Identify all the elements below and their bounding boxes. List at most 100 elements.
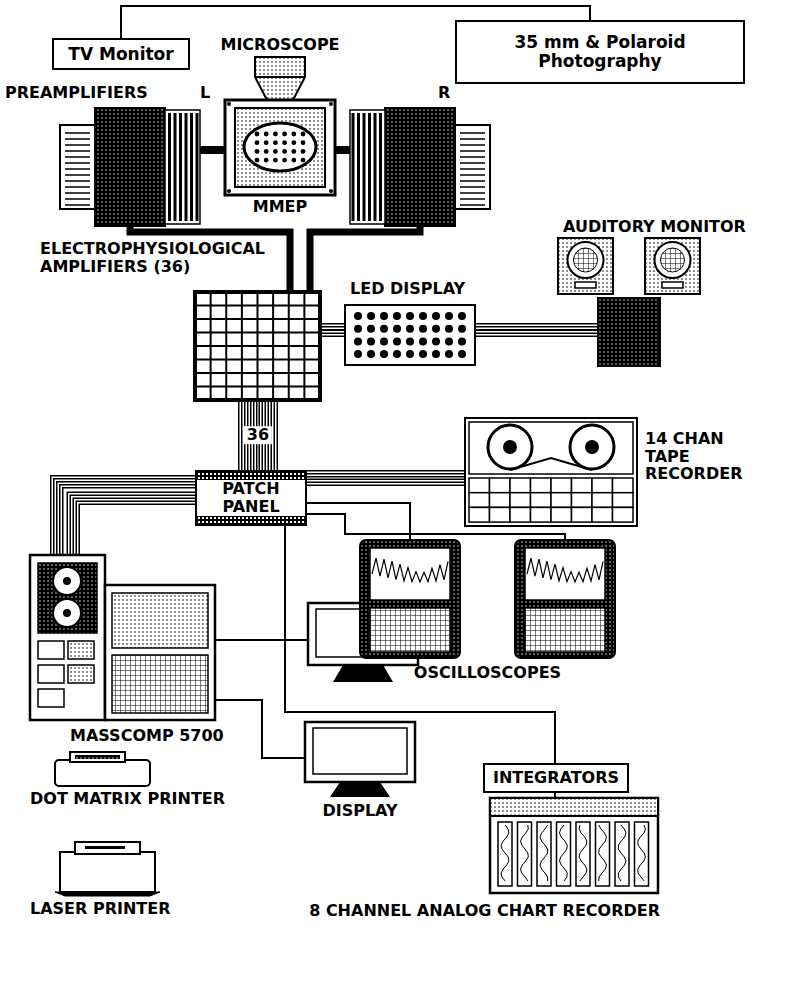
electrode xyxy=(255,158,260,163)
chart-trace xyxy=(599,825,607,881)
computer-tower xyxy=(30,555,105,720)
led xyxy=(432,325,440,333)
pin-row xyxy=(357,113,360,221)
reel-hub xyxy=(503,440,517,454)
electrode xyxy=(273,132,278,137)
node-label: PREAMPLIFIERS xyxy=(5,84,195,102)
led xyxy=(432,312,440,320)
electrode xyxy=(301,149,306,154)
control-key xyxy=(510,478,531,493)
speaker-grille xyxy=(574,248,598,272)
node-label: DISPLAY xyxy=(295,802,425,820)
amplifier-rack xyxy=(195,292,320,400)
control-key xyxy=(592,478,613,493)
reel-hub xyxy=(63,609,71,617)
plug-groove xyxy=(65,192,90,194)
electrode-array xyxy=(244,123,316,171)
pin-row xyxy=(168,113,171,221)
chart-channel xyxy=(576,822,590,886)
control-key xyxy=(551,507,572,522)
electrode xyxy=(291,158,296,163)
preamp-body xyxy=(385,108,455,226)
display-monitor: DISPLAY xyxy=(305,722,415,797)
electrode xyxy=(291,149,296,154)
control-key xyxy=(592,507,613,522)
microscope-drawing xyxy=(255,57,305,100)
node-label: 8 CHANNEL ANALOG CHART RECORDER xyxy=(290,902,660,920)
oscilloscope-screen xyxy=(370,548,450,600)
connector xyxy=(238,400,278,470)
plug-groove xyxy=(460,180,485,182)
plug-groove xyxy=(65,168,90,170)
led xyxy=(419,337,427,345)
ribbon-stripe xyxy=(65,490,195,555)
led xyxy=(393,337,401,345)
led xyxy=(380,312,388,320)
cable xyxy=(65,490,195,555)
paper-tray xyxy=(55,892,160,896)
preamplifier-right xyxy=(350,108,490,226)
led xyxy=(354,325,362,333)
microscope-objective xyxy=(255,57,305,100)
microscope: MICROSCOPE xyxy=(255,57,305,100)
chart-recorder-drawing xyxy=(490,798,658,893)
node-label: R xyxy=(438,84,458,102)
ribbon-stripe xyxy=(65,490,195,555)
preamplifier: R xyxy=(350,108,490,226)
drive-reel xyxy=(53,599,81,627)
monitor-cable xyxy=(215,639,308,641)
electrode xyxy=(301,140,306,145)
electrode xyxy=(264,149,269,154)
ribbon-stripe xyxy=(307,475,465,482)
preamplifier-drawing xyxy=(350,108,490,226)
plug-groove xyxy=(460,174,485,176)
oscilloscope-screen xyxy=(525,548,605,600)
ribbon-stripe xyxy=(307,473,465,483)
led xyxy=(406,337,414,345)
integrator-box: INTEGRATORS xyxy=(483,763,629,793)
pin-row xyxy=(379,113,382,221)
preamplifier: PREAMPLIFIERSL xyxy=(60,108,200,226)
ribbon-stripe xyxy=(320,328,345,333)
dot-matrix-printer-drawing xyxy=(55,752,150,786)
speaker-cone xyxy=(568,242,604,278)
control-key xyxy=(531,507,552,522)
camera-box: 35 mm & Polaroid Photography xyxy=(455,20,745,84)
led xyxy=(445,337,453,345)
mmep-plate xyxy=(235,108,325,187)
printer-top xyxy=(75,842,140,854)
connector xyxy=(65,490,195,555)
plug-groove xyxy=(65,150,90,152)
auditory-monitor: AUDITORY MONITOR xyxy=(598,298,660,366)
electrode xyxy=(282,140,287,145)
printer-body xyxy=(55,760,150,786)
plug-groove xyxy=(460,198,485,200)
drive-bay xyxy=(68,641,94,659)
control-key xyxy=(490,478,511,493)
corner-screw xyxy=(329,102,333,106)
plug-groove xyxy=(460,144,485,146)
rack-divider xyxy=(195,345,320,347)
speaker-port xyxy=(662,282,683,288)
connector xyxy=(215,700,305,758)
led xyxy=(406,350,414,358)
control-key xyxy=(551,493,572,508)
ribbon-stripe xyxy=(243,400,274,470)
led xyxy=(419,350,427,358)
electrode xyxy=(291,140,296,145)
electrode xyxy=(282,149,287,154)
led xyxy=(354,337,362,345)
speaker xyxy=(645,238,700,294)
corner-screw xyxy=(227,102,231,106)
node-label: DOT MATRIX PRINTER xyxy=(30,790,260,808)
control-key xyxy=(613,507,634,522)
pin-block xyxy=(165,110,200,224)
ribbon-stripe xyxy=(65,490,195,555)
waveform xyxy=(527,558,603,582)
led xyxy=(458,350,466,358)
electrode xyxy=(264,158,269,163)
control-key xyxy=(510,507,531,522)
chart-trace xyxy=(618,825,626,881)
cable xyxy=(475,330,598,331)
oscilloscope-body xyxy=(515,540,615,658)
